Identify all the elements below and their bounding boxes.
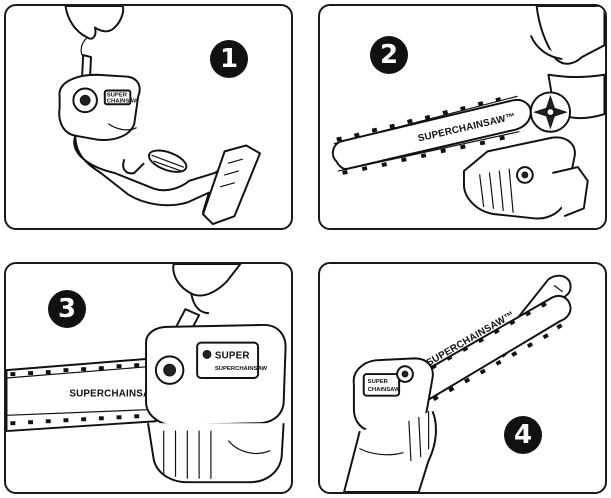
step-2-panel: SUPERCHAINSAW™ 2 [318, 4, 607, 230]
step-3-illustration: SUPERCHAINSAW™ SUPER SUPERCHAINSAW [6, 264, 287, 484]
step-3-label-line-2: SUPERCHAINSAW [215, 366, 268, 372]
step-3-label-line-1: SUPER [215, 350, 250, 361]
step-1-badge: 1 [210, 40, 248, 78]
step-4-illustration: SUPERCHAINSAW™ SUPER CHAINSAW [343, 274, 572, 492]
step-2-number: 2 [379, 40, 399, 70]
step-1-label-line-1: SUPER [107, 92, 128, 98]
step-4-number: 4 [513, 420, 533, 450]
step-3-bar-brand: SUPERCHAINSAW™ [69, 389, 169, 400]
step-1-illustration: SUPER CHAINSAW [58, 6, 261, 226]
step-2-badge: 2 [370, 36, 408, 74]
step-1-panel: SUPER CHAINSAW 1 [4, 4, 293, 230]
step-4-badge: 4 [504, 416, 542, 454]
step-1-label-line-2: CHAINSAW [107, 98, 139, 104]
step-3-badge: 3 [48, 290, 86, 328]
step-4-label-line-2: CHAINSAW [368, 387, 400, 393]
step-4-label-line-1: SUPER [368, 379, 389, 385]
step-2-illustration: SUPERCHAINSAW™ [331, 6, 605, 220]
step-3-number: 3 [57, 294, 77, 324]
step-3-panel: SUPERCHAINSAW™ SUPER SUPERCHAINSAW 3 [4, 262, 293, 494]
step-1-number: 1 [219, 44, 239, 74]
step-4-panel: SUPERCHAINSAW™ SUPER CHAINSAW 4 [318, 262, 607, 494]
